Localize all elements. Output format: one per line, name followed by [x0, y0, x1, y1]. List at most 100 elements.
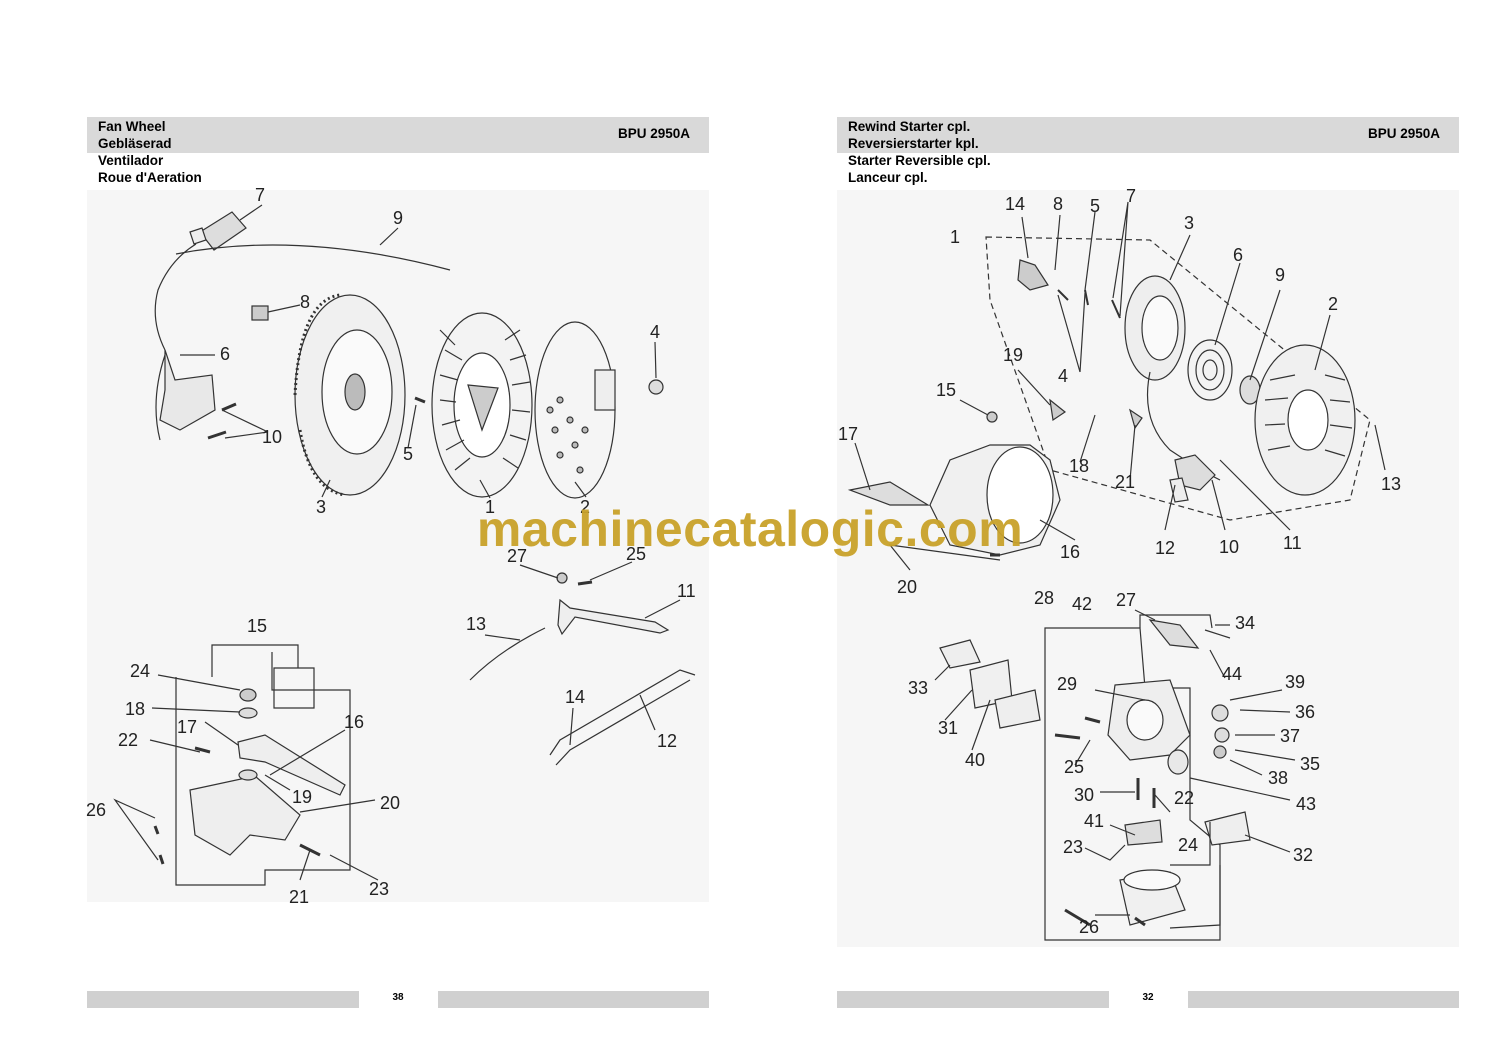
callout: 43 — [1296, 794, 1316, 814]
callout: 27 — [1116, 590, 1136, 610]
callout: 18 — [1069, 456, 1089, 476]
callout: 15 — [936, 380, 956, 400]
callout: 33 — [908, 678, 928, 698]
callout: 32 — [1293, 845, 1313, 865]
callout: 8 — [1053, 194, 1063, 214]
callout: 24 — [130, 661, 150, 681]
left-title-en: Fan Wheel — [98, 119, 166, 134]
callout: 15 — [247, 616, 267, 636]
key — [414, 396, 426, 404]
left-page-number: 38 — [392, 992, 404, 1003]
right-page: Rewind Starter cpl. Reversierstarter kpl… — [750, 0, 1500, 1061]
starter-pulley — [1124, 275, 1186, 381]
callout: 39 — [1285, 672, 1305, 692]
callout: 41 — [1084, 811, 1104, 831]
left-exploded-diagram: 7 9 8 6 10 3 5 1 2 4 27 25 11 13 14 12 1… — [86, 185, 696, 907]
ignition-coil — [155, 305, 269, 441]
callout: 34 — [1235, 613, 1255, 633]
callout: 3 — [316, 497, 326, 517]
right-title-es: Starter Reversible cpl. — [848, 153, 991, 168]
right-header-titles: Rewind Starter cpl. Reversierstarter kpl… — [848, 118, 991, 186]
callout: 11 — [1283, 533, 1302, 553]
callout: 24 — [1178, 835, 1198, 855]
right-page-number: 32 — [1142, 992, 1154, 1003]
stop-wire — [175, 244, 451, 271]
callout: 13 — [1381, 474, 1401, 494]
throttle-rods — [469, 572, 696, 766]
callout: 7 — [255, 185, 265, 205]
callout: 11 — [677, 581, 696, 601]
callout: 8 — [300, 292, 310, 312]
callout: 3 — [1184, 213, 1194, 233]
callout: 35 — [1300, 754, 1320, 774]
recoil-spring — [1187, 339, 1233, 401]
callout: 25 — [1064, 757, 1084, 777]
callout: 44 — [1222, 664, 1242, 684]
callout: 20 — [380, 793, 400, 813]
carburetor — [1107, 619, 1200, 761]
ignition-cable — [154, 243, 197, 351]
callout: 22 — [118, 730, 138, 750]
callout: 14 — [565, 687, 585, 707]
spark-plug-cap — [189, 211, 247, 251]
callout: 10 — [262, 427, 282, 447]
left-header-bar — [87, 117, 709, 153]
callout: 20 — [897, 577, 917, 597]
callout: 23 — [369, 879, 389, 899]
coil-bolts — [207, 402, 237, 440]
callout: 9 — [1275, 265, 1285, 285]
left-model: BPU 2950A — [618, 126, 691, 141]
callout: 13 — [466, 614, 486, 634]
callout: 6 — [1233, 245, 1243, 265]
callout: 26 — [1079, 917, 1099, 937]
callout: 5 — [1090, 196, 1100, 216]
callout: 22 — [1174, 788, 1194, 808]
gaskets — [939, 639, 1251, 846]
callout: 2 — [580, 497, 590, 517]
callout: 2 — [1328, 294, 1338, 314]
right-model: BPU 2950A — [1368, 126, 1441, 141]
callout: 19 — [292, 787, 312, 807]
right-callout-labels: 14 8 5 7 3 1 6 9 2 19 4 15 17 18 21 13 1… — [838, 186, 1401, 937]
blower-housing — [847, 444, 1061, 556]
left-header-titles: Fan Wheel Gebläserad Ventilador Roue d'A… — [98, 118, 202, 186]
callout: 23 — [1063, 837, 1083, 857]
callout: 30 — [1074, 785, 1094, 805]
callout: 7 — [1126, 186, 1136, 206]
right-exploded-diagram: 14 8 5 7 3 1 6 9 2 19 4 15 17 18 21 13 1… — [838, 186, 1401, 941]
carburetor-frame — [1044, 627, 1221, 941]
callout: 16 — [344, 712, 364, 732]
callout: 9 — [393, 208, 403, 228]
float-bowl — [1119, 869, 1186, 926]
callout: 12 — [657, 731, 677, 751]
callout: 42 — [1072, 594, 1092, 614]
callout: 6 — [220, 344, 230, 364]
governor-linkage — [153, 644, 351, 886]
callout: 28 — [1034, 588, 1054, 608]
callout: 4 — [650, 322, 660, 342]
starter-group-frame — [985, 236, 1371, 521]
callout: 17 — [838, 424, 858, 444]
callout: 29 — [1057, 674, 1077, 694]
right-footer-bar-a — [837, 991, 1109, 1008]
callout: 21 — [289, 887, 309, 907]
flywheel-nut — [648, 379, 664, 395]
callout: 26 — [86, 800, 106, 820]
right-title-fr: Lanceur cpl. — [848, 170, 928, 185]
callout: 1 — [485, 497, 495, 517]
callout: 25 — [626, 544, 646, 564]
callout: 14 — [1005, 194, 1025, 214]
left-footer-bar-a — [87, 991, 359, 1008]
left-title-fr: Roue d'Aeration — [98, 170, 202, 185]
callout: 38 — [1268, 768, 1288, 788]
left-footer-bar-b — [438, 991, 709, 1008]
callout: 40 — [965, 750, 985, 770]
left-diagram-area — [87, 190, 709, 902]
callout: 12 — [1155, 538, 1175, 558]
right-title-en: Rewind Starter cpl. — [848, 119, 971, 134]
flywheel — [293, 293, 406, 497]
left-title-de: Gebläserad — [98, 136, 172, 151]
callout: 31 — [938, 718, 958, 738]
callout: 5 — [403, 444, 413, 464]
fan-wheel — [431, 312, 533, 498]
